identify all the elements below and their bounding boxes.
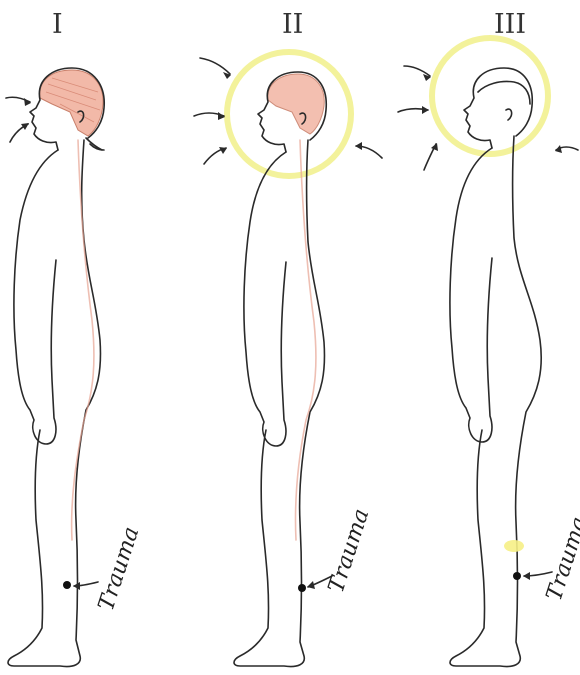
figure-two-trauma-label: Trauma xyxy=(324,506,374,596)
figure-three-trauma-point xyxy=(513,572,521,580)
figure-one-brain xyxy=(40,70,103,136)
figure-three-numeral: III xyxy=(494,9,526,40)
figure-two-trauma-point xyxy=(298,584,306,592)
figure-three: III Trauma xyxy=(398,9,580,667)
figure-one-body xyxy=(8,140,100,667)
figure-one: I Trauma xyxy=(6,9,144,667)
figure-three-halo xyxy=(432,38,548,154)
figure-three-trauma-label: Trauma xyxy=(542,514,580,604)
figure-two-numeral: II xyxy=(282,9,303,40)
figure-two-brain xyxy=(268,74,324,134)
figure-one-trauma-label: Trauma xyxy=(94,524,144,614)
figure-three-body xyxy=(450,136,541,667)
figure-one-trauma-point xyxy=(63,581,71,589)
figure-three-leg-spot xyxy=(504,540,524,552)
figure-two: II Trauma xyxy=(194,9,382,667)
figure-two-halo xyxy=(227,52,351,176)
figure-one-numeral: I xyxy=(52,9,63,40)
figure-three-head xyxy=(464,68,532,148)
